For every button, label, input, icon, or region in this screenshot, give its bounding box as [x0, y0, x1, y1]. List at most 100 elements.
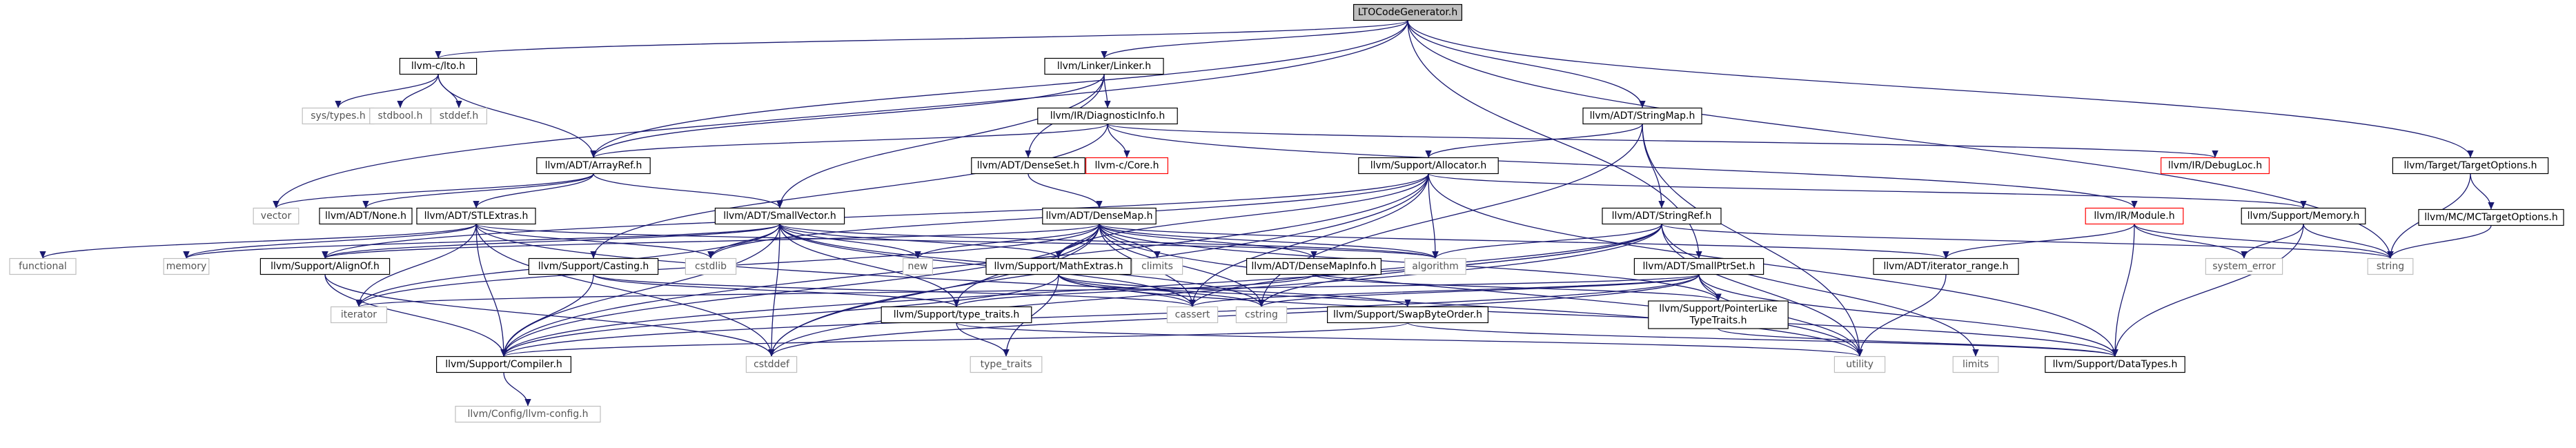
node-label: llvm/Support/MathExtras.h [994, 261, 1123, 272]
graph-node-typetraits[interactable]: llvm/Support/type_traits.h [881, 306, 1032, 324]
graph-node-cstring: cstring [1235, 306, 1288, 324]
graph-node-diaginfo[interactable]: llvm/IR/DiagnosticInfo.h [1037, 107, 1178, 125]
node-box [536, 157, 651, 175]
graph-node-memory[interactable]: llvm/Support/Memory.h [2241, 207, 2366, 225]
graph-node-stlextras[interactable]: llvm/ADT/STLExtras.h [416, 207, 536, 225]
edge-ltocg-to-arrayref [590, 20, 1408, 158]
node-box [985, 257, 1132, 275]
edge-memory-to-string [2303, 224, 2394, 259]
edge-smallptrset-to-cstring [1258, 273, 1700, 308]
graph-node-datatypes[interactable]: llvm/Support/DataTypes.h [2045, 356, 2185, 373]
graph-node-compiler[interactable]: llvm/Support/Compiler.h [435, 356, 571, 373]
edge-casting-to-cassert [593, 273, 1196, 308]
node-label: cstddef [754, 359, 790, 370]
edge-linker-to-smallvector [776, 74, 1105, 208]
edge-densemap-to-new [914, 224, 1100, 259]
graph-node-densemapinfo[interactable]: llvm/ADT/DenseMapInfo.h [1246, 257, 1382, 275]
graph-node-llvmconfig: llvm/Config/llvm-config.h [455, 405, 601, 423]
graph-node-densemap[interactable]: llvm/ADT/DenseMap.h [1042, 207, 1157, 225]
node-label: string [2377, 261, 2404, 272]
graph-node-swapbyte[interactable]: llvm/Support/SwapByteOrder.h [1326, 306, 1488, 324]
node-box [9, 257, 77, 275]
node-box [163, 257, 210, 275]
graph-node-mctargetopts[interactable]: llvm/MC/MCTargetOptions.h [2418, 208, 2564, 226]
node-box [1235, 306, 1288, 324]
graph-node-stddef: stddef.h [430, 107, 487, 125]
edge-smallptrset-to-iterator [356, 273, 1700, 308]
edge-ltocg-to-targetopts [1407, 20, 2474, 158]
graph-node-smallptrset[interactable]: llvm/ADT/SmallPtrSet.h [1633, 257, 1764, 275]
graph-node-cstdlib: cstdlib [685, 257, 737, 275]
graph-node-casting[interactable]: llvm/Support/Casting.h [528, 257, 659, 275]
edge-mathextras-to-typetraitsstd [1003, 274, 1059, 357]
edge-alignof-to-compiler [324, 274, 507, 357]
node-box [2161, 157, 2270, 175]
edge-stringmap-to-cstring [1258, 124, 1643, 307]
graph-node-climits: climits [1131, 257, 1183, 275]
graph-node-systypes: sys/types.h [302, 107, 375, 125]
edge-smallvector-to-alignof [322, 223, 780, 260]
node-box [430, 107, 487, 125]
edge-compiler-to-llvmconfig [503, 372, 531, 407]
edge-arrayref-to-smallvector [593, 173, 783, 208]
graph-node-arrayref[interactable]: llvm/ADT/ArrayRef.h [536, 157, 651, 175]
node-box [331, 306, 388, 324]
node-box [881, 306, 1032, 324]
node-box [259, 257, 391, 275]
edge-allocator-to-mathextras [1055, 173, 1429, 259]
node-box [1085, 157, 1168, 175]
node-label: llvm/ADT/SmallPtrSet.h [1643, 261, 1756, 272]
edge-densemap-to-compiler [500, 224, 1100, 357]
graph-node-targetopts[interactable]: llvm/Target/TargetOptions.h [2392, 157, 2549, 175]
graph-node-smallvector[interactable]: llvm/ADT/SmallVector.h [714, 207, 845, 225]
node-label: iterator [341, 309, 377, 320]
edge-densemap-to-algorithm [1099, 223, 1439, 260]
edge-stringmap-to-allocator [1425, 124, 1643, 158]
edge-stlextras-to-cstdlib [475, 224, 714, 259]
node-box [1873, 257, 2019, 275]
graph-node-denseset[interactable]: llvm/ADT/DenseSet.h [971, 157, 1085, 175]
node-label: vector [261, 211, 292, 222]
node-box [455, 405, 601, 423]
graph-node-mathextras[interactable]: llvm/Support/MathExtras.h [985, 257, 1132, 275]
graph-node-debugloc[interactable]: llvm/IR/DebugLoc.h [2161, 157, 2270, 175]
node-box [319, 207, 413, 225]
node-label: llvm/ADT/iterator_range.h [1883, 261, 2008, 272]
node-label: llvm/IR/DebugLoc.h [2168, 160, 2262, 171]
edge-module-to-datatypes [2112, 224, 2135, 357]
graph-node-module[interactable]: llvm/IR/Module.h [2085, 207, 2184, 225]
node-box [528, 257, 659, 275]
edge-linker-to-arrayref [590, 74, 1105, 158]
node-label: llvm/Support/AlignOf.h [271, 261, 380, 272]
edges-layer [39, 19, 2495, 407]
node-label: llvm/ADT/SmallVector.h [723, 211, 836, 222]
graph-node-alignof[interactable]: llvm/Support/AlignOf.h [259, 257, 391, 275]
node-box [902, 257, 933, 275]
node-box [2418, 208, 2564, 226]
graph-node-ltocg[interactable]: LTOCodeGenerator.h [1353, 3, 1462, 21]
edge-diaginfo-to-module [1107, 124, 2138, 208]
edge-densemap-to-alignof [322, 223, 1100, 260]
node-label: functional [19, 261, 67, 272]
graph-node-none[interactable]: llvm/ADT/None.h [319, 207, 413, 225]
graph-node-iterrange[interactable]: llvm/ADT/iterator_range.h [1873, 257, 2019, 275]
graph-node-ccore[interactable]: llvm-c/Core.h [1085, 157, 1168, 175]
node-label: cstring [1245, 309, 1278, 320]
graph-node-memoryh: memory [163, 257, 210, 275]
graph-node-stringref[interactable]: llvm/ADT/StringRef.h [1602, 207, 1722, 225]
graph-node-linker[interactable]: llvm/Linker/Linker.h [1044, 57, 1164, 75]
node-box [1358, 157, 1499, 175]
edge-allocator-to-algorithm [1428, 173, 1439, 259]
edge-densemap-to-mathextras [1055, 224, 1100, 259]
graph-node-utility: utility [1833, 356, 1886, 373]
edge-smallvector-to-new [779, 224, 921, 259]
node-label: climits [1141, 261, 1173, 272]
graph-node-lto[interactable]: llvm-c/lto.h [399, 57, 478, 75]
graph-node-stringmap[interactable]: llvm/ADT/StringMap.h [1582, 107, 1702, 125]
node-label: memory [166, 261, 207, 272]
graph-node-allocator[interactable]: llvm/Support/Allocator.h [1358, 157, 1499, 175]
node-box [971, 157, 1085, 175]
node-label: llvm/Support/Casting.h [538, 261, 649, 272]
node-label: sys/types.h [311, 110, 365, 121]
